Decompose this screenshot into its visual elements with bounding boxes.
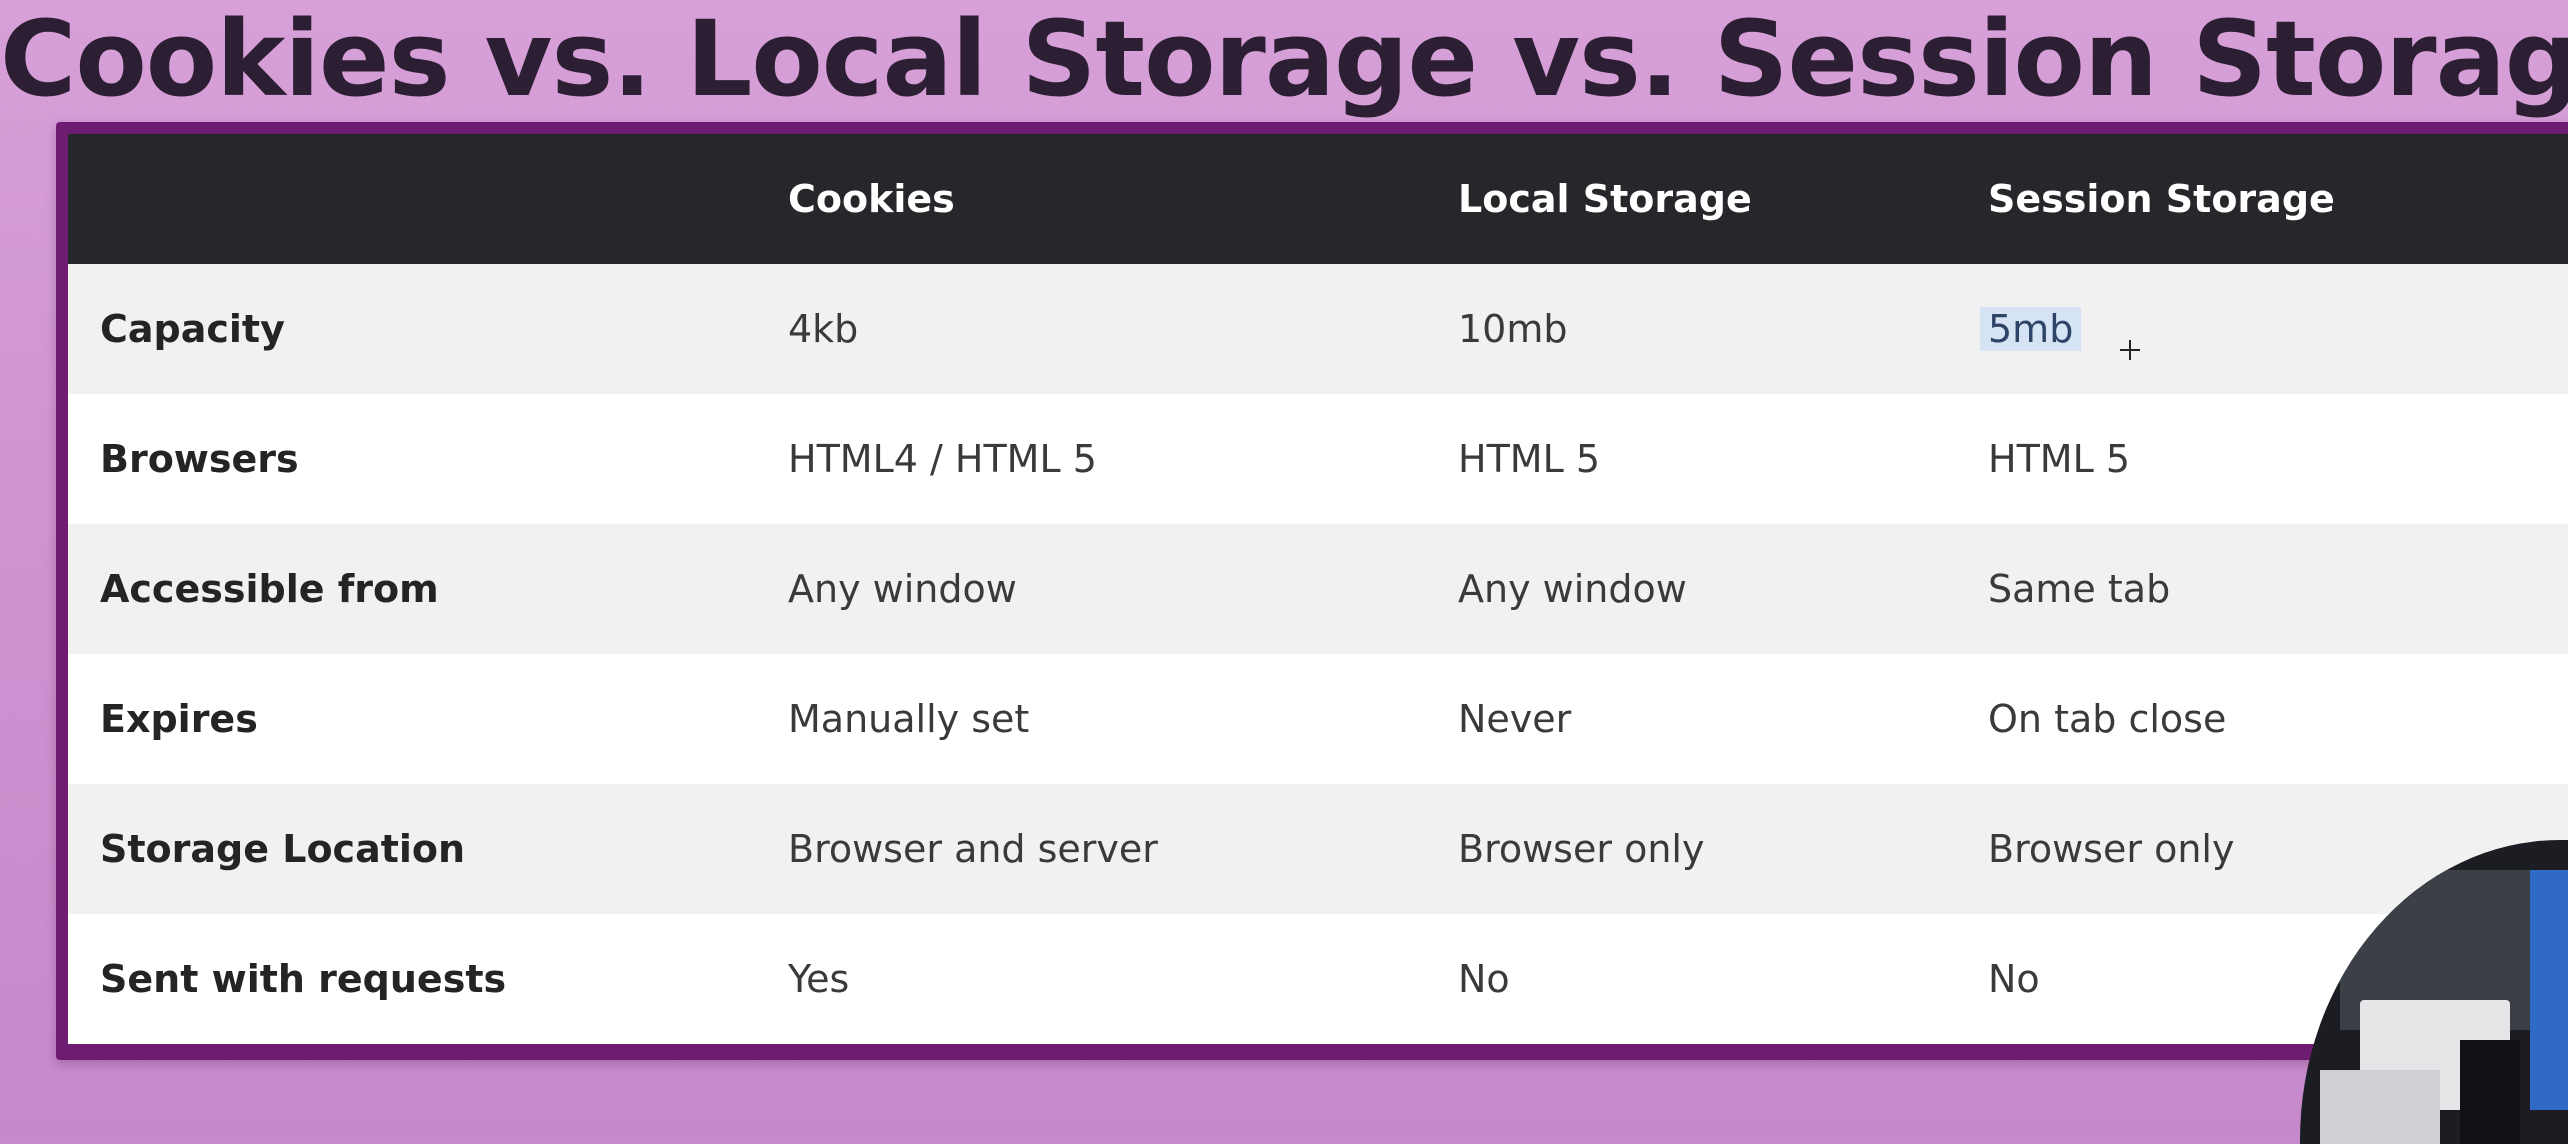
- cell-local-storage: Any window: [1458, 567, 1687, 611]
- webcam-dark-object: [2460, 1040, 2520, 1144]
- cell-cookies: Yes: [788, 957, 850, 1001]
- webcam-box-shadow: [2320, 1070, 2440, 1144]
- cell-session-storage: On tab close: [1988, 697, 2227, 741]
- webcam-blue-object: [2530, 870, 2568, 1110]
- cell-session-storage: No: [1988, 957, 2040, 1001]
- header-cell-local-storage: Local Storage: [1458, 177, 1752, 221]
- cell-cookies: Manually set: [788, 697, 1030, 741]
- cell-local-storage: Never: [1458, 697, 1572, 741]
- cell-cookies: 4kb: [788, 307, 859, 351]
- crosshair-cursor-icon: [2120, 340, 2140, 360]
- comparison-table-frame: Cookies Local Storage Session Storage Ca…: [56, 122, 2568, 1060]
- cell-session-storage: HTML 5: [1988, 437, 2130, 481]
- cell-local-storage: Browser only: [1458, 827, 1705, 871]
- cell-cookies: Browser and server: [788, 827, 1158, 871]
- table-row-storage-location: Storage Location Browser and server Brow…: [68, 784, 2568, 914]
- table-row-sent-with-requests: Sent with requests Yes No No: [68, 914, 2568, 1044]
- table-header-row: Cookies Local Storage Session Storage: [68, 134, 2568, 264]
- header-cell-session-storage: Session Storage: [1988, 177, 2335, 221]
- row-label: Capacity: [100, 307, 285, 351]
- table-row-browsers: Browsers HTML4 / HTML 5 HTML 5 HTML 5: [68, 394, 2568, 524]
- cell-local-storage: HTML 5: [1458, 437, 1600, 481]
- row-label: Accessible from: [100, 567, 439, 611]
- table-row-accessible-from: Accessible from Any window Any window Sa…: [68, 524, 2568, 654]
- table-row-capacity: Capacity 4kb 10mb 5mb: [68, 264, 2568, 394]
- cell-session-storage: Browser only: [1988, 827, 2235, 871]
- row-label: Expires: [100, 697, 258, 741]
- webcam-overlay: [2300, 840, 2568, 1144]
- cell-local-storage: 10mb: [1458, 307, 1568, 351]
- cell-session-storage: Same tab: [1988, 567, 2171, 611]
- row-label: Sent with requests: [100, 957, 507, 1001]
- row-label: Browsers: [100, 437, 299, 481]
- table-row-expires: Expires Manually set Never On tab close: [68, 654, 2568, 784]
- cell-local-storage: No: [1458, 957, 1510, 1001]
- row-label: Storage Location: [100, 827, 466, 871]
- cell-cookies: Any window: [788, 567, 1017, 611]
- header-cell-cookies: Cookies: [788, 177, 955, 221]
- cell-cookies: HTML4 / HTML 5: [788, 437, 1097, 481]
- selected-text[interactable]: 5mb: [1980, 307, 2082, 351]
- comparison-table: Cookies Local Storage Session Storage Ca…: [68, 134, 2568, 1048]
- page-title: Cookies vs. Local Storage vs. Session St…: [0, 0, 2568, 120]
- cell-session-storage[interactable]: 5mb: [1980, 264, 2082, 394]
